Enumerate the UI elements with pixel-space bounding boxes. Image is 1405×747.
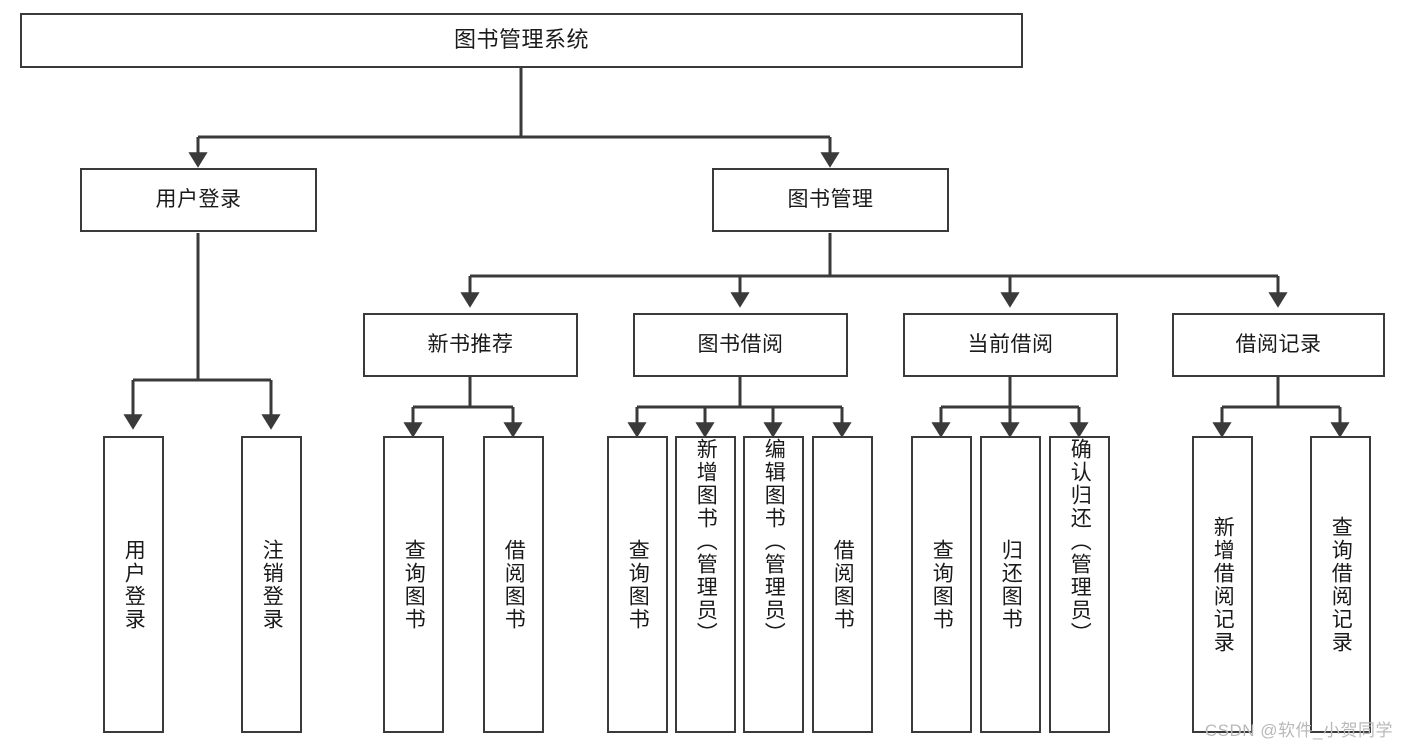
node-label: 查询图书 bbox=[402, 538, 426, 631]
node-leaf-return-book[interactable]: 归还图书 bbox=[980, 436, 1041, 733]
node-leaf-query-book-borrow[interactable]: 查询图书 bbox=[607, 436, 668, 733]
node-label: 确认归还（管理员） bbox=[1068, 438, 1092, 645]
node-label: 当前借阅 bbox=[967, 333, 1054, 357]
node-leaf-borrow-book[interactable]: 借阅图书 bbox=[812, 436, 873, 733]
node-leaf-query-book-recommend[interactable]: 查询图书 bbox=[383, 436, 444, 733]
node-label: 用户登录 bbox=[155, 188, 242, 212]
node-user-login[interactable]: 用户登录 bbox=[80, 168, 317, 232]
node-label: 查询图书 bbox=[626, 538, 650, 631]
node-borrow-record[interactable]: 借阅记录 bbox=[1172, 313, 1385, 377]
node-label: 图书借阅 bbox=[697, 333, 784, 357]
node-label: 借阅图书 bbox=[502, 538, 526, 631]
node-label: 编辑图书（管理员） bbox=[762, 438, 786, 645]
node-leaf-add-borrow-record[interactable]: 新增借阅记录 bbox=[1192, 436, 1253, 733]
node-leaf-user-login[interactable]: 用户登录 bbox=[103, 436, 164, 733]
node-leaf-query-book-current[interactable]: 查询图书 bbox=[911, 436, 972, 733]
node-book-management-system[interactable]: 图书管理系统 bbox=[20, 13, 1023, 68]
node-label: 图书管理 bbox=[787, 188, 874, 212]
node-leaf-edit-book[interactable]: 编辑图书（管理员） bbox=[743, 436, 804, 733]
watermark-text: CSDN @软件_小贺同学 bbox=[1204, 721, 1393, 740]
node-label: 图书管理系统 bbox=[453, 27, 589, 53]
node-label: 借阅记录 bbox=[1235, 333, 1322, 357]
node-leaf-confirm-return[interactable]: 确认归还（管理员） bbox=[1049, 436, 1110, 733]
node-label: 借阅图书 bbox=[831, 538, 855, 631]
node-leaf-query-borrow-record[interactable]: 查询借阅记录 bbox=[1310, 436, 1371, 733]
node-book-management[interactable]: 图书管理 bbox=[712, 168, 949, 232]
node-label: 新增图书（管理员） bbox=[694, 438, 718, 645]
node-leaf-logout-login[interactable]: 注销登录 bbox=[241, 436, 302, 733]
node-label: 查询图书 bbox=[930, 538, 954, 631]
node-current-borrow[interactable]: 当前借阅 bbox=[903, 313, 1118, 377]
node-label: 新书推荐 bbox=[427, 333, 514, 357]
node-label: 新增借阅记录 bbox=[1211, 515, 1235, 654]
node-leaf-add-book[interactable]: 新增图书（管理员） bbox=[675, 436, 736, 733]
node-new-book-recommend[interactable]: 新书推荐 bbox=[363, 313, 578, 377]
node-book-borrow[interactable]: 图书借阅 bbox=[633, 313, 848, 377]
node-label: 查询借阅记录 bbox=[1329, 515, 1353, 654]
node-label: 归还图书 bbox=[999, 538, 1023, 631]
node-label: 注销登录 bbox=[260, 538, 284, 631]
node-leaf-borrow-book-recommend[interactable]: 借阅图书 bbox=[483, 436, 544, 733]
node-label: 用户登录 bbox=[122, 538, 146, 631]
